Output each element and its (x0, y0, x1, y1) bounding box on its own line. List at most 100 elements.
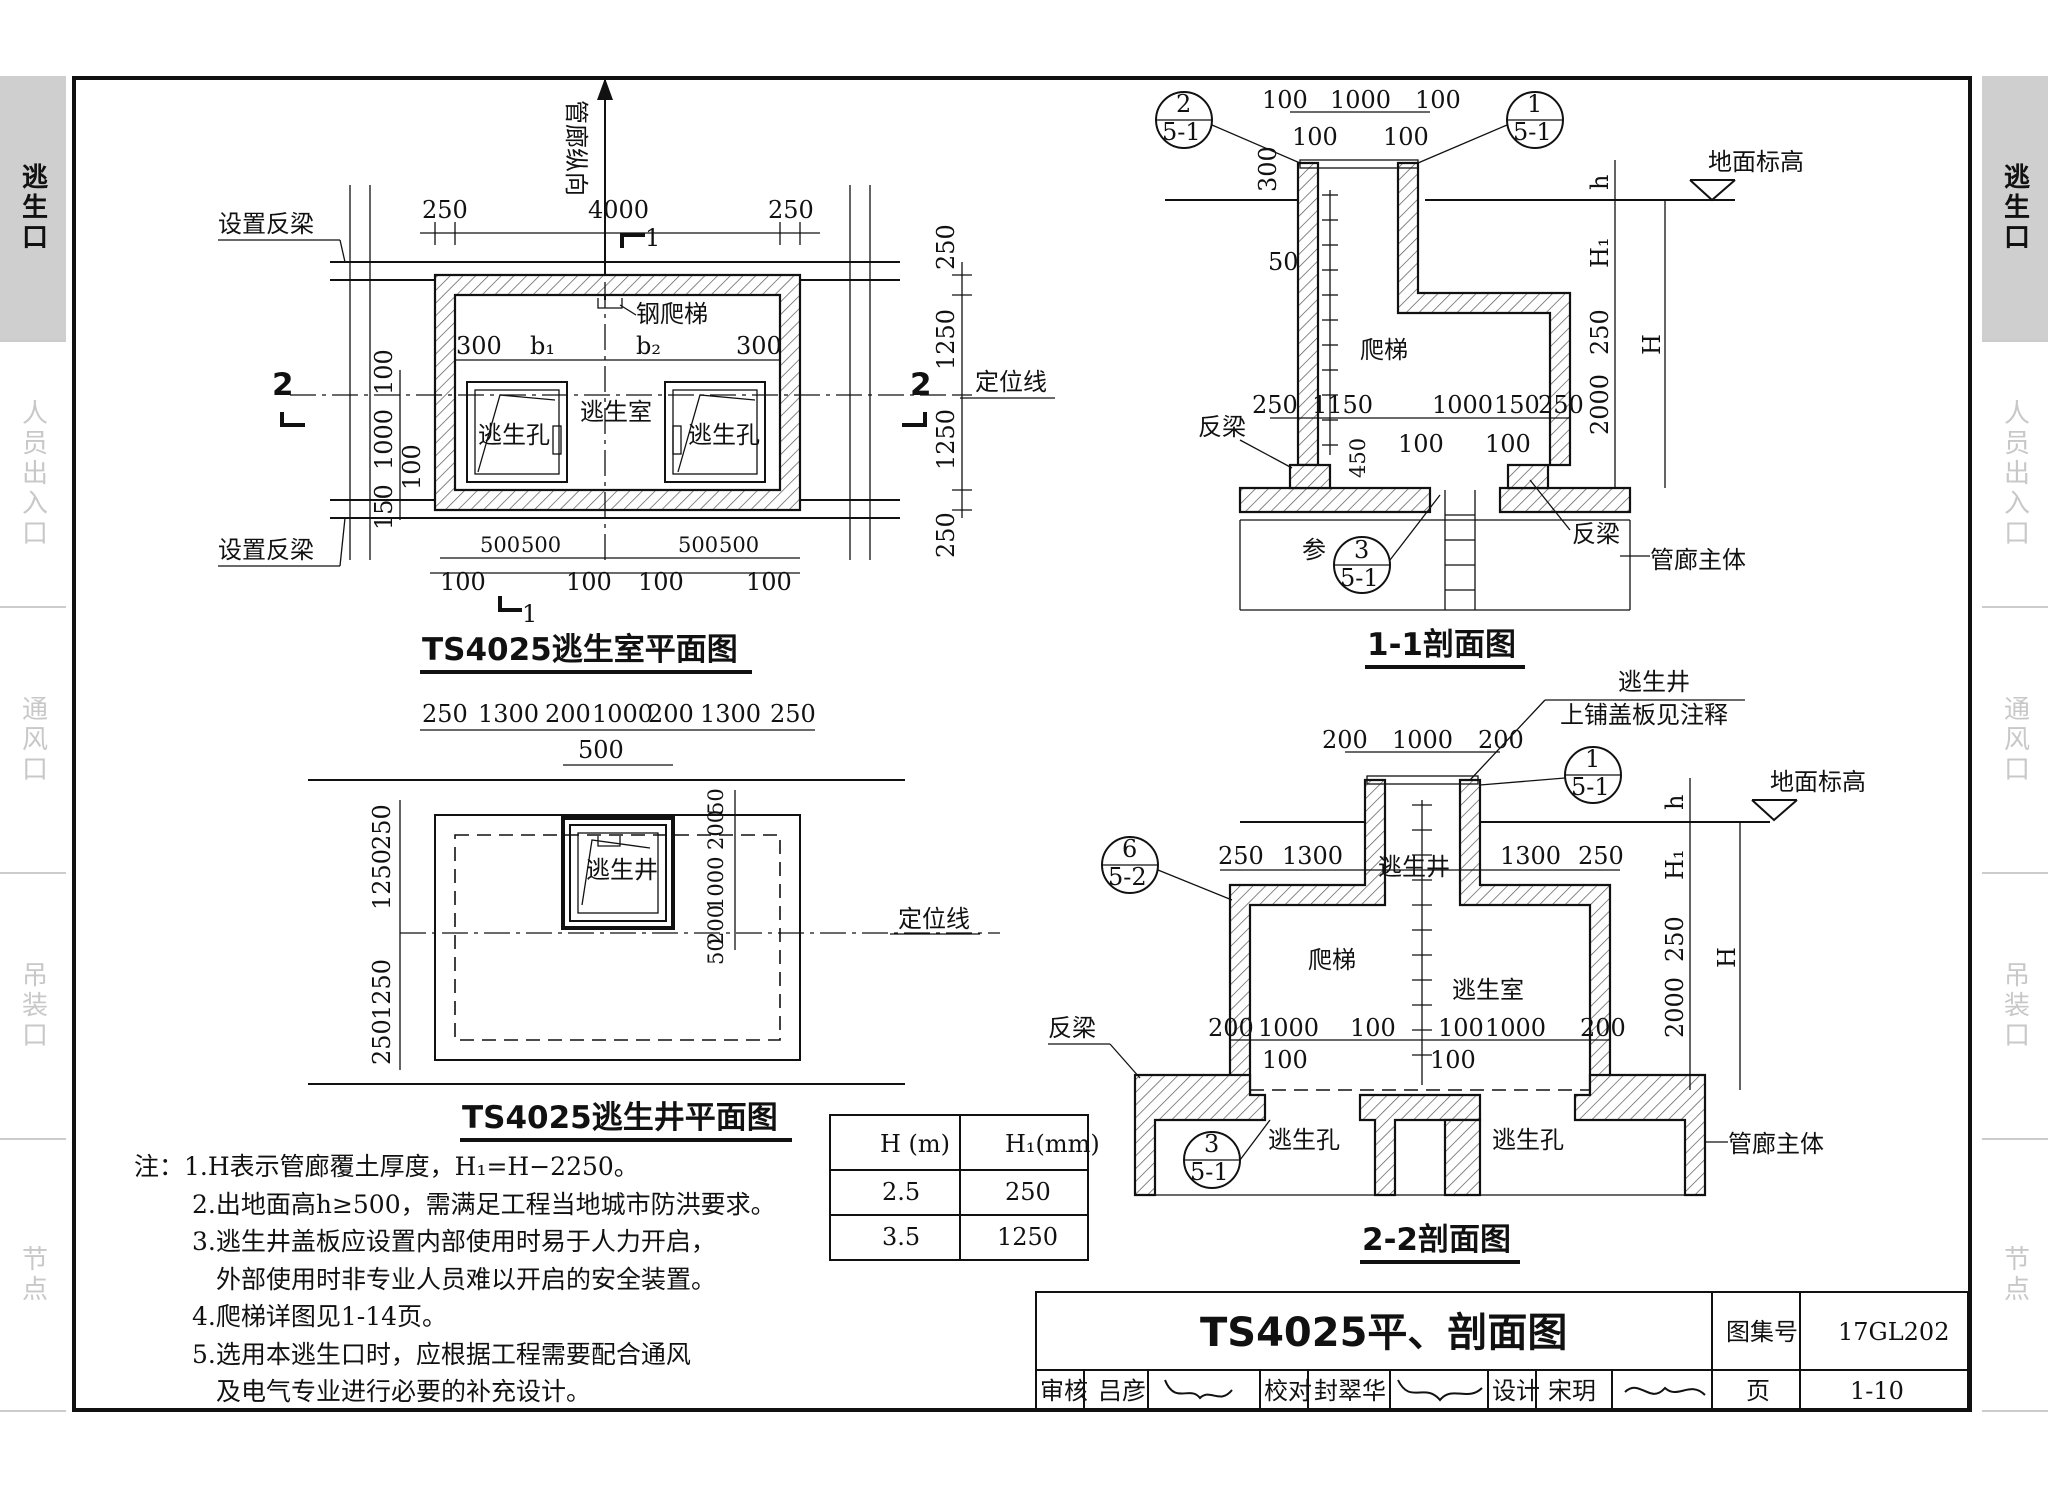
s22-room-label: 逃生室 (1452, 976, 1524, 1004)
s11-H: H (1638, 334, 1666, 355)
side-tab-right-0[interactable]: 逃生口 (1982, 76, 2048, 342)
well-dim-right-0: 50 (704, 788, 728, 815)
s11-body-label: 管廊主体 (1650, 546, 1746, 574)
dim-bottom-b-0: 100 (440, 568, 486, 596)
s11-ref-left-bottom: 5-1 (1162, 118, 1201, 146)
s22-dim-lower-5: 200 (1580, 1014, 1626, 1042)
s22-dim-top-0: 200 (1322, 726, 1368, 754)
s22-dim-upper-0: 250 (1218, 842, 1264, 870)
s11-dim-mid-1: 1150 (1312, 391, 1373, 419)
s11-dim-300: 300 (1254, 146, 1282, 192)
s11-ref-bottom-bottom: 5-1 (1340, 564, 1379, 592)
dim-left-0: 100 (370, 349, 398, 395)
s11-dim-mid-4: 250 (1538, 391, 1584, 419)
well-dim-right-1: 200 (704, 810, 728, 850)
note-line: 4.爬梯详图见1-14页。 (192, 1302, 448, 1331)
dim-bottom-a-2: 500 (678, 533, 718, 557)
dim-bottom-a-3: 500 (719, 533, 759, 557)
dim-inner-2: b₂ (636, 332, 661, 360)
plan-well: 逃生井 定位线 250 1300 200 1000 200 1300 250 5… (308, 700, 1000, 1142)
well-dim-left-2: 1250 (368, 959, 396, 1020)
well-dim-right-3: 200 (704, 905, 728, 945)
note-line: 及电气专业进行必要的补充设计。 (216, 1377, 592, 1406)
s11-dim-top-1: 1000 (1330, 86, 1391, 114)
s22-well-note-2: 上铺盖板见注释 (1560, 701, 1728, 729)
s11-dim-mid-b-1: 100 (1485, 430, 1531, 458)
s22-H1: H₁ (1661, 849, 1689, 880)
s22-caption: 2-2剖面图 (1362, 1222, 1511, 1258)
well-locator-label: 定位线 (898, 905, 970, 933)
s22-dim-upper-3: 250 (1578, 842, 1624, 870)
s22-dim-lower-3: 100 (1438, 1014, 1484, 1042)
s11-H1: H₁ (1586, 237, 1614, 268)
side-tab-left-0[interactable]: 逃生口 (0, 76, 66, 342)
well-dim-top-1: 1300 (478, 700, 539, 728)
s22-dim-lower-1: 1000 (1258, 1014, 1319, 1042)
note-line: 外部使用时非专业人员难以开启的安全装置。 (216, 1264, 717, 1294)
section-mark-2-left: 2 (272, 367, 294, 403)
title-block: TS4025平、剖面图 图集号 17GL202 审核 吕彦 校对 封翠华 设计 … (1035, 1291, 1969, 1411)
section-mark-1-top: 1 (645, 224, 660, 252)
table-cell-1-1: 1250 (997, 1223, 1058, 1251)
well-dim-right-4: 50 (704, 938, 728, 965)
s11-beam-left: 反梁 (1198, 413, 1246, 441)
beam-label-top: 设置反梁 (218, 210, 314, 238)
s22-dim-upper-2: 1300 (1500, 842, 1561, 870)
side-tab-right-1[interactable]: 人员出入口 (1982, 342, 2048, 608)
s11-dim-mid-3: 150 (1494, 391, 1540, 419)
dim-right-1: 1250 (932, 309, 960, 370)
dim-bottom-b-3: 100 (746, 568, 792, 596)
s11-dim-right-0: 250 (1586, 309, 1614, 355)
side-tab-left-1[interactable]: 人员出入口 (0, 342, 66, 608)
note-line: 注：1.H表示管廊覆土厚度，H₁=H−2250。 (134, 1152, 639, 1181)
plan-room: 管廊纵向 逃生孔 逃生孔 逃生室 钢爬梯 设置反梁 设置反梁 (218, 78, 1055, 674)
side-tab-right-4[interactable]: 节点 (1982, 1140, 2048, 1412)
side-tab-left-2[interactable]: 通风口 (0, 608, 66, 874)
direction-label: 管廊纵向 (562, 100, 590, 196)
s22-dim-lower-4: 1000 (1485, 1014, 1546, 1042)
s11-dim-top-b-0: 100 (1292, 123, 1338, 151)
side-tab-left-3[interactable]: 吊装口 (0, 874, 66, 1140)
side-tab-right-2[interactable]: 通风口 (1982, 608, 2048, 874)
note-line: 5.选用本逃生口时，应根据工程需要配合通风 (192, 1339, 691, 1369)
s11-h: h (1586, 175, 1614, 190)
s22-H: H (1713, 947, 1741, 968)
designer-signature (1624, 1386, 1706, 1396)
well-dim-500: 500 (578, 736, 624, 764)
s22-well-note-1: 逃生井 (1618, 668, 1690, 696)
dim-top-0: 250 (422, 196, 468, 224)
s11-dim-50: 50 (1268, 248, 1299, 276)
s22-ref-top-bottom: 5-1 (1571, 773, 1610, 801)
s22-dim-upper-1: 1300 (1282, 842, 1343, 870)
well-dim-top-2: 200 (545, 700, 591, 728)
s11-dim-450: 450 (1346, 438, 1370, 478)
s22-dim-lower-0: 200 (1208, 1014, 1254, 1042)
s22-ref-top-top: 1 (1585, 745, 1600, 773)
atlas-no: 17GL202 (1838, 1318, 1949, 1346)
s11-ref-bottom-top: 3 (1354, 536, 1369, 564)
s22-dim-top-1: 1000 (1392, 726, 1453, 754)
side-tab-right-3[interactable]: 吊装口 (1982, 874, 2048, 1140)
dim-right-2: 1250 (932, 409, 960, 470)
checker-signature (1397, 1379, 1483, 1402)
room-label: 逃生室 (580, 398, 652, 426)
s22-dim-lower-b-0: 100 (1262, 1046, 1308, 1074)
side-tab-left-4[interactable]: 节点 (0, 1140, 66, 1412)
atlas-label: 图集号 (1726, 1318, 1798, 1346)
table-cell-1-0: 3.5 (882, 1223, 920, 1251)
section-mark-2-right: 2 (910, 367, 932, 403)
dim-inner-3: 300 (736, 332, 782, 360)
h-table: H (m) H₁(mm) 2.5 250 3.5 1250 (829, 1114, 1100, 1261)
dim-right-0: 250 (932, 224, 960, 270)
table-header-0: H (m) (880, 1130, 950, 1158)
well-dim-right-2: 1000 (704, 857, 728, 910)
dim-left-1: 1000 (370, 409, 398, 470)
s11-dim-mid-b-0: 100 (1398, 430, 1444, 458)
s22-dim-lower-2: 100 (1350, 1014, 1396, 1042)
dim-left-3: 150 (370, 484, 398, 530)
well-dim-left-3: 250 (368, 1019, 396, 1065)
drawing-title: TS4025平、剖面图 (1200, 1310, 1567, 1356)
well-dim-top-3: 1000 (592, 700, 653, 728)
review-label: 审核 (1040, 1377, 1088, 1405)
